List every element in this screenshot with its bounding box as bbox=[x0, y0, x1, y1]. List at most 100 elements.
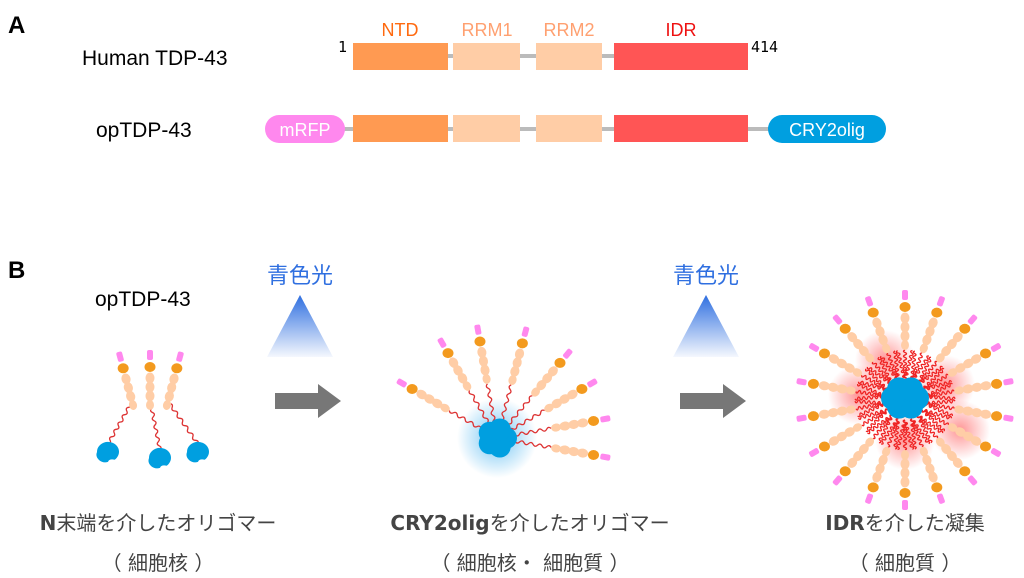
mrfp-bead bbox=[587, 378, 598, 388]
mrfp-bead bbox=[936, 493, 945, 504]
state3-title: IDRを介した凝集 bbox=[825, 511, 984, 535]
idr-linker bbox=[921, 409, 946, 432]
idr-linker bbox=[909, 418, 917, 450]
ntd-domain bbox=[353, 115, 448, 142]
blue-light-icon bbox=[267, 295, 333, 357]
ntd-bead bbox=[980, 348, 992, 359]
rrm-bead bbox=[919, 446, 928, 457]
rrm-bead bbox=[922, 454, 932, 466]
rrm-bead bbox=[457, 372, 468, 384]
rrm-bead bbox=[431, 398, 443, 409]
optdp43-bar: mRFP CRY2olig bbox=[265, 115, 886, 143]
rrm-bead bbox=[970, 354, 982, 364]
rrm-bead bbox=[935, 353, 945, 363]
ntd-bead bbox=[899, 302, 911, 312]
rrm-bead bbox=[852, 368, 863, 377]
rrm1-label: RRM1 bbox=[461, 20, 512, 40]
idr-condensate bbox=[796, 290, 1014, 510]
idr-linker bbox=[893, 350, 901, 382]
ntd-bead bbox=[171, 363, 183, 374]
mrfp-bead bbox=[176, 351, 184, 362]
rrm-bead bbox=[980, 381, 992, 391]
rrm-bead bbox=[818, 381, 830, 391]
state1-title: N末端を介したオリゴマー bbox=[40, 511, 277, 535]
mrfp-bead bbox=[967, 314, 978, 325]
rrm-bead bbox=[836, 358, 848, 369]
rrm-bead bbox=[480, 364, 490, 376]
ntd-bead bbox=[144, 362, 156, 372]
rrm-bead bbox=[567, 389, 578, 400]
ntd-bead bbox=[818, 441, 830, 452]
rrm-bead bbox=[878, 454, 888, 466]
idr-linker bbox=[864, 368, 889, 391]
rrm-bead bbox=[453, 365, 463, 376]
idr-linker bbox=[854, 399, 886, 406]
cry2olig-blob bbox=[96, 441, 119, 463]
cry2olig-blob bbox=[148, 447, 171, 469]
state2-location: （ 細胞核・ 細胞質 ） bbox=[430, 551, 629, 575]
idr-linker bbox=[924, 394, 956, 401]
ntd-bead bbox=[980, 441, 992, 452]
rrm2-domain bbox=[536, 115, 602, 142]
rrm-bead bbox=[845, 405, 856, 414]
rrm-bead bbox=[146, 400, 154, 410]
rrm-bead bbox=[544, 403, 554, 413]
rrm-bead bbox=[836, 384, 848, 394]
idr-linker bbox=[916, 414, 933, 444]
idr-domain bbox=[614, 43, 748, 70]
mrfp-bead bbox=[563, 348, 573, 359]
mrfp-bead bbox=[902, 500, 908, 510]
ntd-bead bbox=[867, 482, 879, 493]
cry2olig-tag bbox=[768, 115, 886, 143]
rrm-bead bbox=[954, 386, 965, 395]
rrm-bead bbox=[551, 444, 562, 453]
ntd-bead bbox=[807, 378, 819, 389]
rrm-bead bbox=[844, 363, 855, 373]
rrm-bead bbox=[954, 405, 965, 414]
mrfp-bead bbox=[116, 351, 124, 362]
rrm-bead bbox=[952, 332, 963, 343]
blue-light-label-2: 青色光 bbox=[673, 264, 739, 289]
optdp43-label: opTDP-43 bbox=[96, 119, 192, 142]
idr-linker bbox=[917, 365, 943, 386]
rrm-bead bbox=[123, 382, 133, 394]
rrm-bead bbox=[925, 326, 935, 337]
ntd-bead bbox=[474, 336, 486, 347]
panel-b-letter: B bbox=[8, 257, 25, 284]
idr-linker bbox=[867, 414, 893, 435]
ntd-bead bbox=[839, 323, 851, 334]
rrm-bead bbox=[900, 458, 910, 470]
rrm-bead bbox=[865, 437, 875, 447]
mrfp-bead bbox=[865, 493, 874, 504]
ntd-bead bbox=[554, 357, 566, 368]
rrm-bead bbox=[478, 355, 488, 367]
rrm-bead bbox=[922, 334, 932, 346]
rrm-bead bbox=[955, 363, 966, 373]
rrm-bead bbox=[559, 445, 571, 455]
rrm-bead bbox=[836, 431, 848, 442]
mrfp-bead bbox=[902, 290, 908, 300]
ntd-bead bbox=[516, 338, 528, 349]
rrm-bead bbox=[947, 368, 958, 377]
rrm-bead bbox=[872, 471, 882, 483]
ntd-bead bbox=[991, 378, 1003, 389]
mrfp-tag bbox=[265, 115, 345, 143]
rrm-bead bbox=[448, 357, 459, 368]
rrm-bead bbox=[962, 406, 974, 416]
human-tdp43-bar bbox=[353, 43, 748, 70]
ntd-bead bbox=[991, 411, 1003, 422]
ntd-bead bbox=[931, 307, 943, 318]
rrm2-domain bbox=[536, 43, 602, 70]
blue-light-icon bbox=[673, 295, 739, 357]
rrm-bead bbox=[510, 365, 520, 377]
ntd-bead bbox=[899, 488, 911, 498]
rrm-bead bbox=[145, 372, 155, 384]
idr-linker bbox=[911, 355, 930, 382]
rrm-bead bbox=[962, 431, 974, 442]
rrm-bead bbox=[872, 317, 882, 329]
cry2olig-blob bbox=[899, 377, 923, 402]
rrm-bead bbox=[551, 398, 563, 409]
state3-location: （ 細胞質 ） bbox=[849, 551, 962, 575]
rrm-bead bbox=[169, 373, 179, 385]
rrm-bead bbox=[955, 427, 966, 437]
